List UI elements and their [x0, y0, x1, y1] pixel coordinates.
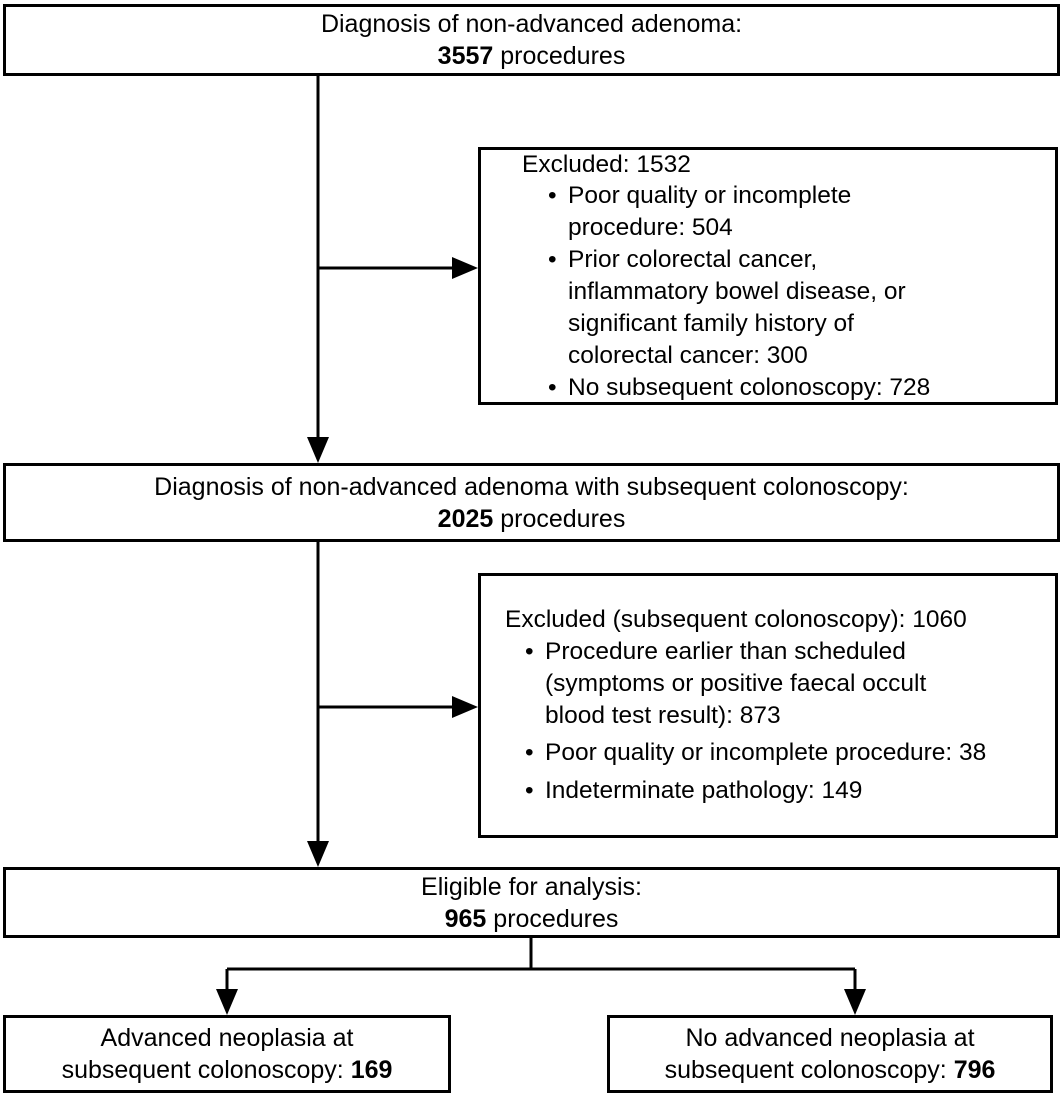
node-eligible-line2: 965 procedures [6, 903, 1057, 935]
node-diagnosis-with-colonoscopy-line2: 2025 procedures [6, 503, 1057, 535]
node-outcome-no-advanced-line2: subsequent colonoscopy: 796 [610, 1054, 1050, 1086]
node-exclusion-2-list: • Procedure earlier than scheduled (sympt… [525, 636, 1045, 807]
node-diagnosis-with-colonoscopy: Diagnosis of non-advanced adenoma with s… [3, 463, 1060, 542]
bullet-glyph: • [525, 777, 534, 805]
bullet-glyph: • [548, 246, 557, 274]
list-item: • Prior colorectal cancer, inflammatory b… [548, 244, 1043, 371]
list-item: • Poor quality or incomplete procedure: 5… [548, 180, 1043, 244]
list-item-text: Indeterminate pathology: 149 [545, 777, 863, 805]
arrowhead-top-to-middle [307, 437, 329, 463]
list-item-text: Procedure earlier than scheduled (sympto… [545, 637, 927, 729]
node-eligible-for-analysis: Eligible for analysis: 965 procedures [3, 867, 1060, 938]
list-item: • Poor quality or incomplete procedure: 3… [525, 737, 1045, 769]
arrowhead-middle-to-eligible [307, 841, 329, 867]
node-diagnosis-total-count: 3557 [437, 42, 494, 70]
node-exclusion-2: Excluded (subsequent colonoscopy): 1060 … [478, 573, 1058, 838]
list-item: • No subsequent colonoscopy: 728 [548, 372, 1043, 404]
node-eligible-line1: Eligible for analysis: [421, 872, 642, 901]
node-outcome-advanced-neoplasia: Advanced neoplasia at subsequent colonos… [3, 1015, 451, 1093]
node-exclusion-1: Excluded: 1532 • Poor quality or incomple… [478, 147, 1058, 405]
bullet-glyph: • [525, 637, 534, 665]
arrowhead-to-exclusion-2 [452, 696, 478, 718]
node-exclusion-1-header: Excluded: 1532 [522, 150, 691, 178]
node-diagnosis-with-colonoscopy-unit: procedures [493, 504, 626, 533]
node-diagnosis-total-line1: Diagnosis of non-advanced adenoma: [320, 10, 743, 38]
node-outcome-advanced-line2: subsequent colonoscopy: 169 [6, 1054, 448, 1086]
node-outcome-advanced-label: subsequent colonoscopy: [61, 1056, 351, 1084]
bullet-glyph: • [548, 373, 557, 401]
node-diagnosis-with-colonoscopy-count: 2025 [437, 504, 494, 533]
node-diagnosis-total-line2: 3557 procedures [6, 40, 1057, 72]
arrowhead-to-exclusion-1 [452, 257, 478, 279]
node-diagnosis-with-colonoscopy-line1: Diagnosis of non-advanced adenoma with s… [154, 472, 909, 501]
list-item: • Procedure earlier than scheduled (sympt… [525, 636, 1045, 732]
node-outcome-advanced-line1: Advanced neoplasia at [100, 1024, 354, 1052]
arrowhead-outcome-right [844, 989, 866, 1015]
list-item-text: Poor quality or incomplete procedure: 38 [545, 739, 987, 767]
list-item-text: Poor quality or incomplete procedure: 50… [568, 182, 852, 242]
list-item-text: Prior colorectal cancer, inflammatory bo… [568, 246, 906, 369]
node-diagnosis-total-unit: procedures [493, 42, 626, 70]
node-outcome-advanced-count: 169 [350, 1056, 393, 1084]
node-outcome-no-advanced-label: subsequent colonoscopy: [664, 1056, 954, 1084]
list-item-text: No subsequent colonoscopy: 728 [568, 373, 931, 401]
bullet-glyph: • [548, 182, 557, 210]
node-outcome-no-advanced-neoplasia: No advanced neoplasia at subsequent colo… [607, 1015, 1053, 1093]
node-eligible-count: 965 [444, 904, 487, 933]
node-outcome-no-advanced-line1: No advanced neoplasia at [685, 1024, 975, 1052]
node-exclusion-1-list: • Poor quality or incomplete procedure: 5… [548, 180, 1043, 403]
arrowhead-outcome-left [216, 989, 238, 1015]
node-diagnosis-total: Diagnosis of non-advanced adenoma: 3557 … [3, 4, 1060, 76]
node-eligible-unit: procedures [486, 904, 619, 933]
bullet-glyph: • [525, 739, 534, 767]
list-item: • Indeterminate pathology: 149 [525, 775, 1045, 807]
node-exclusion-2-header: Excluded (subsequent colonoscopy): 1060 [505, 605, 967, 633]
node-outcome-no-advanced-count: 796 [953, 1056, 996, 1084]
